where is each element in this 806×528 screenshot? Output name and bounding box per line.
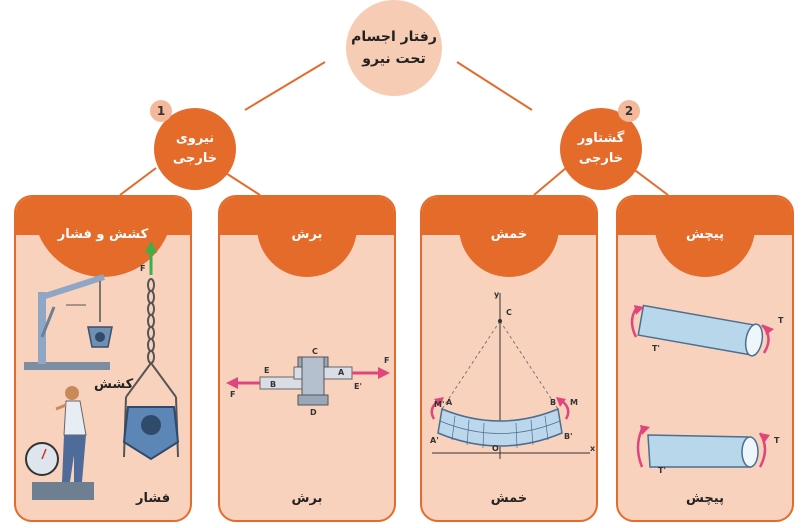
bending-figure: y C M' A B M A' B' O x bbox=[430, 290, 596, 459]
root-node: رفتار اجسام تحت نیرو bbox=[346, 0, 442, 96]
fig-label-e: E bbox=[264, 366, 269, 375]
torque-label: T bbox=[774, 436, 780, 445]
card-title: پیچش bbox=[655, 197, 755, 277]
axis-label-x: x bbox=[590, 444, 596, 453]
category-number-badge: 2 bbox=[618, 100, 640, 122]
crane-illustration bbox=[24, 274, 113, 370]
card-torsion: پیچش T T' T T' پیچش bbox=[616, 195, 794, 522]
card-title: برش bbox=[257, 197, 357, 277]
tube-untwisted bbox=[630, 304, 774, 357]
torque-label-prime: T' bbox=[658, 466, 666, 475]
tube-twisted bbox=[636, 425, 770, 468]
card-bending: خمش y C M' A B M A' B' O bbox=[420, 195, 598, 522]
category-label-line1: نیروی bbox=[175, 131, 215, 146]
fig-label-e-prime: E' bbox=[354, 382, 362, 391]
fig-label-a: A bbox=[338, 368, 345, 377]
category-label-line1: گشتاور bbox=[577, 131, 625, 146]
root-title-line2: تحت نیرو bbox=[362, 51, 426, 67]
fig-label-m-left: M' bbox=[434, 400, 444, 409]
fig-label-d: D bbox=[310, 408, 317, 417]
card-footer-label: پیچش bbox=[686, 491, 724, 506]
fig-label-c: C bbox=[506, 308, 512, 317]
chain-illustration: F bbox=[122, 241, 180, 461]
tension-label: کشش bbox=[94, 377, 134, 392]
fig-label-a-prime: A' bbox=[430, 436, 439, 445]
shear-figure: C E A F B E' F D bbox=[226, 347, 390, 417]
fig-label-o: O bbox=[492, 444, 499, 453]
fig-label-b-prime: B' bbox=[564, 432, 573, 441]
card-title: خمش bbox=[459, 197, 559, 277]
fig-label-f-right: F bbox=[384, 356, 389, 365]
axis-label-y: y bbox=[494, 290, 500, 299]
card-footer-label: خمش bbox=[490, 491, 528, 506]
fig-label-m-right: M bbox=[570, 398, 578, 407]
category-external-force: نیروی خارجی bbox=[154, 108, 236, 190]
torque-label: T bbox=[778, 316, 784, 325]
force-label: F bbox=[140, 264, 145, 273]
card-footer-label: برش bbox=[291, 491, 323, 506]
category-number-badge: 1 bbox=[150, 100, 172, 122]
root-title-line1: رفتار اجسام bbox=[351, 29, 437, 45]
category-label-line2: خارجی bbox=[578, 151, 624, 166]
card-tension-compression: کشش و فشار F bbox=[14, 195, 192, 522]
fig-label-b: B bbox=[550, 398, 556, 407]
tension-compression-figure: F bbox=[24, 241, 180, 500]
torque-label-prime: T' bbox=[652, 344, 660, 353]
fig-label-c: C bbox=[312, 347, 318, 356]
category-label-line2: خارجی bbox=[172, 151, 218, 166]
fig-label-f-left: F bbox=[230, 390, 235, 399]
fig-label-b: B bbox=[270, 380, 276, 389]
torsion-figure: T T' T T' bbox=[630, 304, 784, 475]
compression-label: فشار bbox=[136, 491, 171, 506]
person-on-scale-illustration bbox=[25, 386, 94, 500]
card-shear: برش C E A F B E' F D برش bbox=[218, 195, 396, 522]
fig-label-a: A bbox=[446, 398, 453, 407]
